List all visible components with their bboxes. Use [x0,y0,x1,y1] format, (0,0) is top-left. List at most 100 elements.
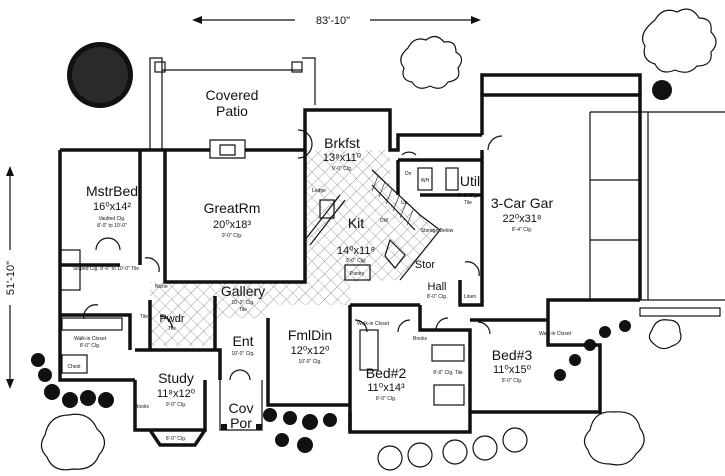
mstrbed-name: MstrBed [86,183,138,199]
bath-note-label: 8'-0" Clg. Tile [433,370,463,376]
staircase [371,169,441,269]
tree-top-center [400,35,463,89]
walkin-closet-master: Walk-in Closet [74,336,107,342]
pantry-label: Pantry [350,271,365,277]
shrub-right [652,80,672,100]
greatrm-note: 9'-0" Clg. [222,233,242,239]
mstrbed-note2: 8'-0" to 10'-0" [97,223,127,229]
books-study-label: Books [135,404,149,410]
bed2-note: 8'-0" Clg. [376,396,396,402]
tree-top-right [642,8,717,73]
room-kit: Kit 14⁰x11⁸ 9'-0" Clg. [337,215,375,264]
chest-label: Chest [67,364,81,370]
walkin-closet-master-note: 8'-0" Clg. [80,343,100,349]
bed2-name: Bed#2 [366,365,407,381]
overall-depth-label: 51'-10" [5,261,17,295]
fmldin-size: 12⁰x12⁰ [291,345,330,357]
gallery-note1: 10'-0" Clg. [231,300,254,306]
tile-kitchen-gallery [150,150,440,318]
room-pwdr: Pwdr Tile [159,313,184,332]
up-label: Up [401,200,408,206]
room-gallery: Gallery 10'-0" Clg. Tile [221,283,265,313]
kit-size: 14⁰x11⁸ [337,245,375,257]
pantry-box [344,264,371,281]
bay-note: 8'-0" Clg. [166,436,186,442]
master-tub [59,249,81,291]
brkfst-name: Brkfst [324,135,360,151]
tree-right-small [648,319,682,350]
overall-depth-dimension: 51'-10" [5,166,17,389]
util-note: Tile [464,200,472,206]
chest-box [61,354,88,374]
hall-name: Hall [428,281,447,293]
overall-width-dimension: 83'-10" [192,15,481,27]
greatrm-name: GreatRm [204,200,261,216]
gallery-name: Gallery [221,283,265,299]
storage-below-label: Storage Below [421,228,454,234]
util-size: 8'-0" Clg. [458,193,478,199]
garage-note: 8'-4" Clg. [512,227,532,233]
bath-vanity [359,329,379,371]
bath-sinks [431,344,465,362]
covered-patio: Covered Patio [149,57,316,150]
water-heater-box [417,167,433,191]
closet-shelf [61,317,123,331]
garage-name: 3-Car Gar [491,195,554,211]
dn-label: Dn [405,171,412,177]
kitchen-sink [319,199,335,219]
fmldin-name: FmlDin [288,327,332,343]
study-bay [148,429,207,447]
room-mstrbed: MstrBed 16⁰x14² Vaulted Clg. 8'-0" to 10… [86,183,138,229]
bed3-name: Bed#3 [492,347,533,363]
ledge-label: Ledge [312,188,326,194]
kit-name: Kit [348,215,364,231]
brkfst-note: 9'-0" Clg. [332,166,352,172]
study-note: 9'-0" Clg. [166,402,186,408]
tile-powder [150,296,215,346]
walkin-closet-bed3: Walk-in Closet [539,331,572,337]
room-greatrm: GreatRm 20⁰x18³ 9'-0" Clg. [204,200,261,239]
dw-label: DW [380,218,389,224]
pwdr-note: Tile [168,326,176,332]
bed2-size: 11⁰x14³ [367,382,405,394]
linen-label: Linen [464,294,476,300]
bed3-size: 11⁰x15⁰ [493,364,532,376]
books-bed2-label: Books [413,336,427,342]
small-labels: Ledge Pantry Stor Storage Below Up Dn Li… [67,171,571,410]
gallery-note2: Tile [239,307,247,313]
bath-tile-label: Tile [140,314,148,320]
hall-note: 8'-0" Clg. [427,294,447,300]
garage-size: 22⁰x31⁸ [502,213,541,225]
room-util: Util 8'-0" Clg. Tile [458,173,480,206]
door-swings [83,129,491,381]
util-name: Util [460,173,480,189]
covpor-name2: Por [230,415,252,431]
brkfst-size: 13⁸x11⁰ [323,152,362,164]
room-study: Study 11⁸x12⁰ 9'-0" Clg. 8'-0" Clg. [157,370,196,442]
garage: 3-Car Gar 22⁰x31⁸ 8'-4" Clg. [487,111,725,317]
covpor-name1: Cov [229,400,254,416]
stor-label: Stor [415,259,436,271]
overall-width-label: 83'-10" [316,15,350,27]
covered-porch [219,380,263,431]
fmldin-note: 10'-0" Clg. [298,359,321,365]
room-fmldin: FmlDin 12⁰x12⁰ 10'-0" Clg. [288,327,332,365]
room-bed3: Bed#3 11⁰x15⁰ 8'-0" Clg. [492,347,533,384]
walkin-closet-bed2: Walk-in Closet [357,321,390,327]
bath-tub [433,384,465,406]
study-name: Study [158,370,194,386]
pwdr-name: Pwdr [159,313,184,325]
ent-name: Ent [232,333,253,349]
kit-note: 9'-0" Clg. [346,258,366,264]
tree-top-left [67,42,133,108]
mstrbed-note1: Vaulted Clg. [99,216,126,222]
shrubs-row-bottom [31,320,631,471]
dryer-box [445,167,459,191]
wh-label: WH [421,178,430,184]
tree-bottom-right [583,411,645,466]
sloped-clg-label: Sloped Clg. 8'-0" to 10'-0" Tile [73,266,139,272]
exterior-walls [58,73,642,434]
mstrbed-size: 16⁰x14² [93,201,131,213]
interior-walls [59,139,548,412]
